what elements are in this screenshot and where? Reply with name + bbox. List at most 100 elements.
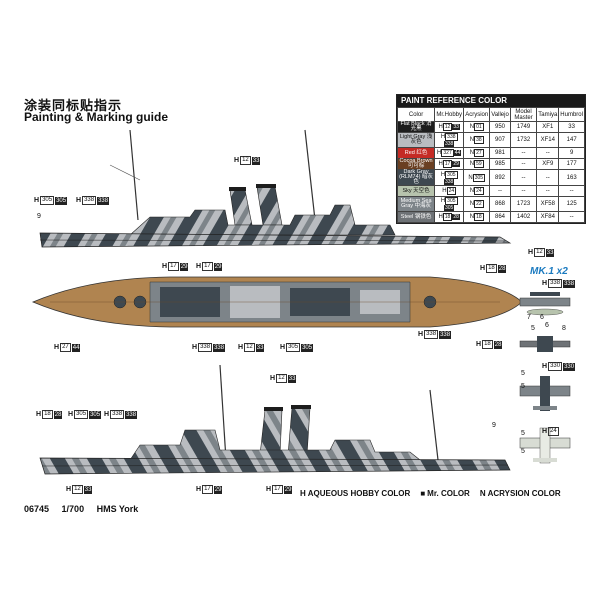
tamiya-code: XF58 [536, 196, 560, 212]
main-mast [429, 389, 439, 461]
main-mast [304, 129, 316, 221]
aircraft-label: MK.1 x2 [530, 266, 568, 277]
decal-number: 9 [492, 422, 496, 429]
humbrol-code: 33 [558, 121, 585, 133]
title-chinese: 涂装同标贴指示 [24, 98, 123, 113]
vallejo-code: 864 [489, 211, 511, 223]
tamiya-code: -- [536, 185, 560, 197]
hull [39, 457, 511, 475]
tamiya-code: -- [536, 147, 560, 159]
paint-table-header-1: Mr.Hobby [434, 107, 465, 122]
title-english: Painting & Marking guide [24, 110, 169, 124]
decal-number: 8 [562, 325, 566, 332]
aircraft-views [519, 292, 571, 464]
humbrol-code: 9 [558, 147, 585, 159]
paint-swatch: Light Gray 浅灰色 [396, 132, 436, 148]
tamiya-code: XF1 [536, 121, 560, 133]
tamiya-code: XF9 [536, 158, 560, 170]
paint-swatch: Red 红色 [396, 147, 436, 159]
kit-name: HMS York [96, 504, 139, 514]
aft-funnel [256, 186, 283, 226]
humbrol-code: 125 [558, 196, 585, 212]
aircraft-bottom [519, 427, 571, 464]
kit-scale: 1/700 [61, 504, 85, 514]
decal-number: 5 [521, 383, 525, 390]
aft-funnel [287, 407, 311, 456]
tamiya-code: XF14 [536, 132, 560, 148]
ship-starboard-view [39, 129, 512, 248]
paint-table-header-2: Acrysion [463, 107, 491, 122]
footer: 06745 1/700 HMS York [24, 504, 148, 514]
mm-code: 1402 [509, 211, 538, 223]
hull [39, 232, 512, 248]
humbrol-code: 147 [558, 132, 585, 148]
paint-swatch: Medium Sea Gray 中海灰 [396, 196, 436, 212]
tamiya-code: XF84 [536, 211, 560, 223]
aircraft-side [519, 292, 571, 316]
fore-mast [129, 129, 139, 221]
legend-item: ■Mr. COLOR [420, 489, 470, 498]
superstructure [129, 429, 421, 461]
decal-number: 6 [545, 322, 549, 329]
fore-funnel [229, 189, 253, 226]
decal-number: 5 [521, 370, 525, 377]
paint-table-heading: PAINT REFERENCE COLOR [397, 95, 585, 107]
fore-mast [219, 364, 227, 461]
kit-code: 06745 [24, 504, 50, 514]
aircraft-front [519, 336, 571, 352]
decal-number: 6 [540, 314, 544, 321]
decal-number: 5 [531, 325, 535, 332]
humbrol-code: -- [558, 185, 585, 197]
ship-top-view [31, 276, 523, 328]
humbrol-code: 177 [558, 158, 585, 170]
decal-number: 7 [527, 314, 531, 321]
humbrol-code: -- [558, 211, 585, 223]
humbrol-code: 163 [558, 169, 585, 186]
paint-table-header-4: Model Master [509, 107, 538, 122]
superstructure [129, 204, 396, 236]
paint-table-header-5: Tamiya [536, 107, 560, 122]
aircraft-top [519, 376, 571, 411]
paint-table-header-3: Vallejo [489, 107, 511, 122]
paint-swatch: Cocoa Brown 可可棕 [396, 158, 436, 170]
paint-table-header-0: Color [396, 107, 436, 122]
